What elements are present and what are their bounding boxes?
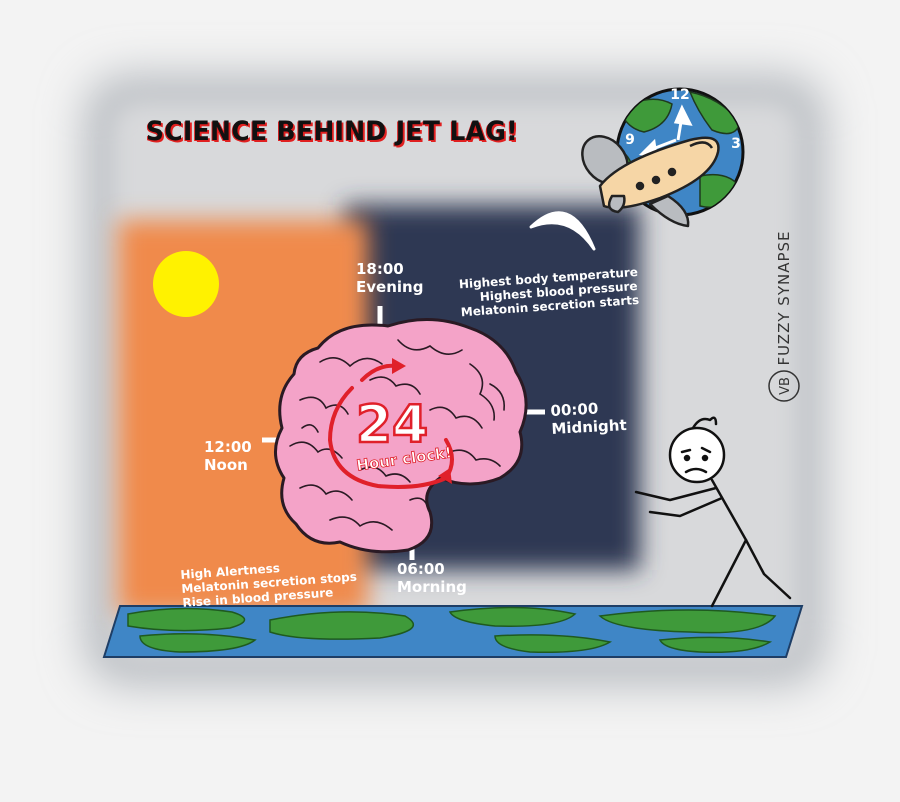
time-evening-clock: 18:00 xyxy=(356,260,404,278)
time-evening-label: Evening xyxy=(356,277,424,296)
time-noon-label: Noon xyxy=(204,455,248,474)
time-noon-clock: 12:00 xyxy=(204,438,252,456)
earth-strip xyxy=(102,605,804,658)
page-title: SCIENCE BEHIND JET LAG! xyxy=(146,116,519,147)
moon-icon xyxy=(529,211,596,251)
clock-cycle-arrow xyxy=(327,358,454,489)
brand-monogram: VB xyxy=(778,377,793,395)
globe-hour-9: 9 xyxy=(625,132,635,148)
time-midnight: 00:00 Midnight xyxy=(550,399,627,438)
sun-icon xyxy=(153,251,219,317)
globe-hour-12: 12 xyxy=(670,87,689,103)
time-morning-label: Morning xyxy=(397,577,467,596)
time-morning: 06:00 Morning xyxy=(397,560,467,596)
brand-name: FUZZY SYNAPSE xyxy=(775,230,793,366)
tired-traveler-figure xyxy=(634,416,792,608)
time-evening: 18:00 Evening xyxy=(356,260,424,296)
globe-hour-3: 3 xyxy=(731,136,741,152)
airplane-icon xyxy=(581,135,720,228)
time-noon: 12:00 Noon xyxy=(204,438,252,474)
time-morning-clock: 06:00 xyxy=(397,560,445,578)
clock-number: 24 xyxy=(356,395,428,455)
brand-logo xyxy=(768,370,800,402)
brain-icon xyxy=(274,318,528,554)
